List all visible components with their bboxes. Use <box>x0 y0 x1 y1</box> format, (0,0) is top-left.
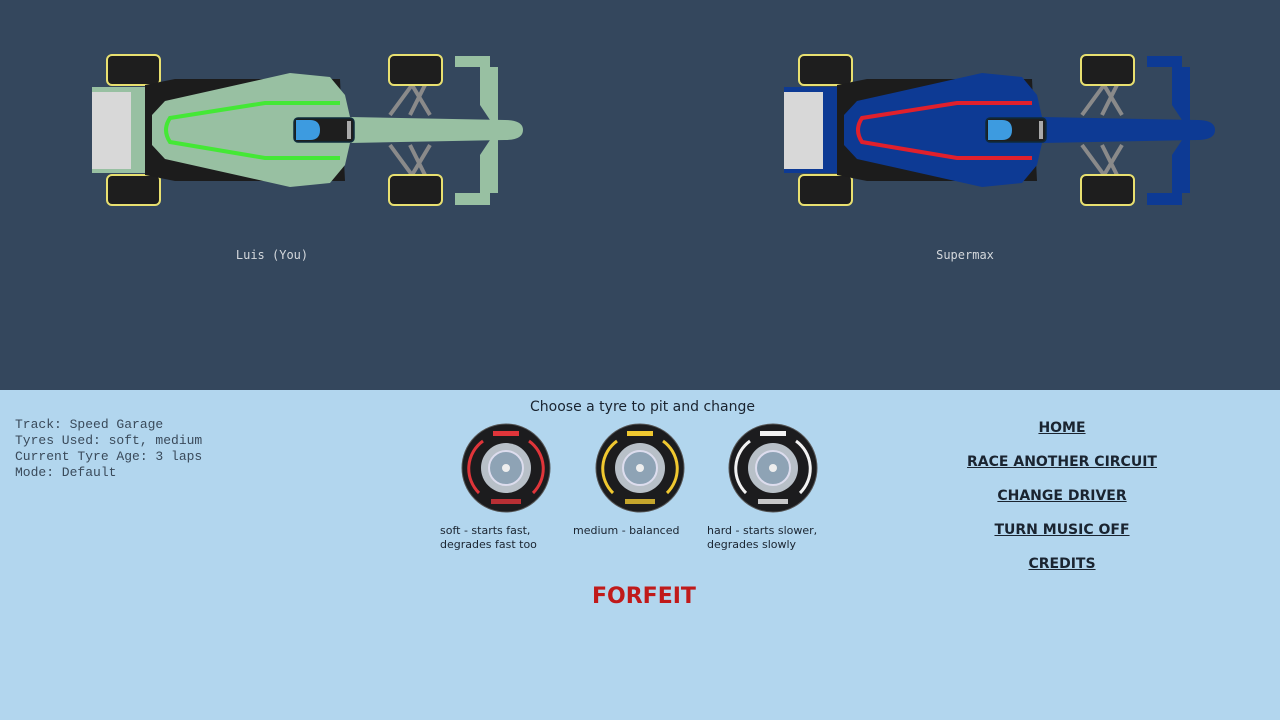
brand-mark <box>493 431 519 436</box>
front-wing <box>1147 56 1190 205</box>
helmet <box>988 120 1012 140</box>
livery-stripe <box>164 101 340 160</box>
hard-tyre-button[interactable] <box>728 423 818 513</box>
tyre-band <box>734 439 812 495</box>
credits-link[interactable]: CREDITS <box>1028 556 1096 572</box>
home-link[interactable]: HOME <box>1038 420 1086 436</box>
suspension <box>388 83 432 177</box>
wheel-nut <box>502 464 510 472</box>
tyre-band <box>467 439 545 495</box>
zero-mark <box>758 499 788 504</box>
medium-tyre-button[interactable] <box>595 423 685 513</box>
desc-line: hard - starts slower, <box>707 524 818 537</box>
desc-line: medium - balanced <box>573 524 680 537</box>
wheel-nut <box>636 464 644 472</box>
rear-wing-plate <box>784 92 823 169</box>
suspension <box>1080 83 1124 177</box>
wheel <box>798 174 853 206</box>
soft-tyre-desc: soft - starts fast,degrades fast too <box>440 524 537 552</box>
race-another-circuit-link[interactable]: RACE ANOTHER CIRCUIT <box>967 454 1157 470</box>
soft-tyre-button[interactable] <box>461 423 551 513</box>
change-driver-link[interactable]: CHANGE DRIVER <box>997 488 1127 504</box>
desc-line: degrades fast too <box>440 538 537 551</box>
tyres-used-info: Tyres Used: soft, medium <box>15 433 203 448</box>
zero-mark <box>625 499 655 504</box>
opponent-driver-label: Supermax <box>936 248 994 262</box>
pit-prompt: Choose a tyre to pit and change <box>530 399 755 415</box>
wheel <box>798 54 853 86</box>
menu: HOME RACE ANOTHER CIRCUIT CHANGE DRIVER … <box>962 420 1162 590</box>
brand-mark <box>627 431 653 436</box>
race-view: Luis (You) Supermax <box>0 0 1280 390</box>
wheel <box>1080 174 1135 206</box>
forfeit-button[interactable]: FORFEIT <box>592 584 696 609</box>
wheel <box>1080 54 1135 86</box>
medium-tyre-desc: medium - balanced <box>573 524 679 538</box>
wheel <box>388 54 443 86</box>
pit-panel: Track: Speed Garage Tyres Used: soft, me… <box>0 390 1280 720</box>
brand-mark <box>760 431 786 436</box>
desc-line: degrades slowly <box>707 538 797 551</box>
turn-music-off-link[interactable]: TURN MUSIC OFF <box>994 522 1130 538</box>
desc-line: soft - starts fast, <box>440 524 531 537</box>
wheel <box>106 174 161 206</box>
race-info: Track: Speed Garage Tyres Used: soft, me… <box>15 417 202 481</box>
halo <box>347 121 351 139</box>
tyre-age-info: Current Tyre Age: 3 laps <box>15 449 203 464</box>
wheel-nut <box>769 464 777 472</box>
wheel <box>388 174 443 206</box>
mode-info: Mode: Default <box>15 465 117 480</box>
tyre-band <box>601 439 679 495</box>
track-info: Track: Speed Garage <box>15 417 164 432</box>
zero-mark <box>491 499 521 504</box>
hard-tyre-desc: hard - starts slower,degrades slowly <box>707 524 817 552</box>
wheel <box>106 54 161 86</box>
front-wing <box>455 56 498 205</box>
helmet <box>296 120 320 140</box>
halo <box>1039 121 1043 139</box>
player-driver-label: Luis (You) <box>235 248 309 262</box>
livery-stripe <box>856 101 1032 160</box>
rear-wing-plate <box>92 92 131 169</box>
